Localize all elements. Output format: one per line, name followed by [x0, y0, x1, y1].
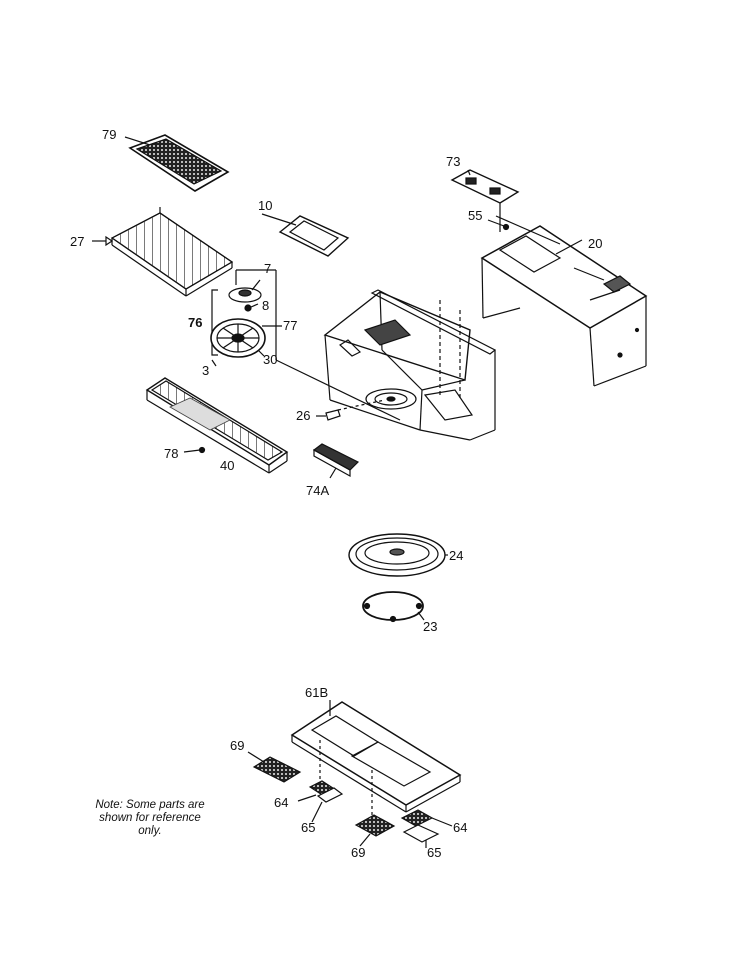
part-label-79: 79 [102, 127, 116, 142]
part-label-40: 40 [220, 458, 234, 473]
part-label-69-left: 69 [230, 738, 244, 753]
part-label-7: 7 [264, 261, 271, 276]
part-label-74a: 74A [306, 483, 329, 498]
control-panel-part [145, 377, 289, 474]
grease-filter-part [92, 207, 234, 297]
oven-cavity-part [323, 289, 497, 441]
part-label-61b: 61B [305, 685, 328, 700]
bottom-plate-part [290, 700, 462, 820]
outer-case-part [480, 215, 648, 387]
glass-tray-part [348, 533, 448, 577]
note-line-2: shown for reference [99, 812, 201, 824]
fan-assembly-part [210, 269, 401, 421]
screw-part [183, 446, 206, 454]
part-label-78: 78 [164, 446, 178, 461]
charcoal-filter-part [124, 134, 230, 192]
top-bracket-part [450, 169, 520, 232]
part-label-64-right: 64 [453, 820, 467, 835]
small-grille-part [312, 443, 360, 479]
reference-note: Note: Some parts are shown for reference… [86, 799, 214, 838]
part-label-65-right: 65 [427, 845, 441, 860]
part-labels: 79 27 10 7 8 76 77 3 30 26 73 55 20 78 4… [70, 127, 602, 860]
note-line-3: only. [138, 825, 162, 837]
part-label-23: 23 [423, 619, 437, 634]
note-line-1: Note: Some parts are [95, 799, 205, 811]
part-label-65-left: 65 [301, 820, 315, 835]
part-label-3: 3 [202, 363, 209, 378]
part-label-8: 8 [262, 298, 269, 313]
part-label-10: 10 [258, 198, 272, 213]
screw-55-part [487, 219, 510, 231]
roller-ring-part [362, 591, 425, 623]
part-label-69-right: 69 [351, 845, 365, 860]
part-label-26: 26 [296, 408, 310, 423]
part-label-20: 20 [588, 236, 602, 251]
part-label-24: 24 [449, 548, 463, 563]
part-label-27: 27 [70, 234, 84, 249]
part-label-73: 73 [446, 154, 460, 169]
part-label-76: 76 [188, 315, 202, 330]
part-label-64-left: 64 [274, 795, 288, 810]
left-filter-set-part [247, 751, 344, 823]
right-filter-set-part [354, 809, 453, 848]
part-label-55: 55 [468, 208, 482, 223]
part-label-77: 77 [283, 318, 297, 333]
vent-plate-part [261, 213, 350, 257]
part-label-30: 30 [263, 352, 277, 367]
coupler-part [316, 399, 386, 421]
